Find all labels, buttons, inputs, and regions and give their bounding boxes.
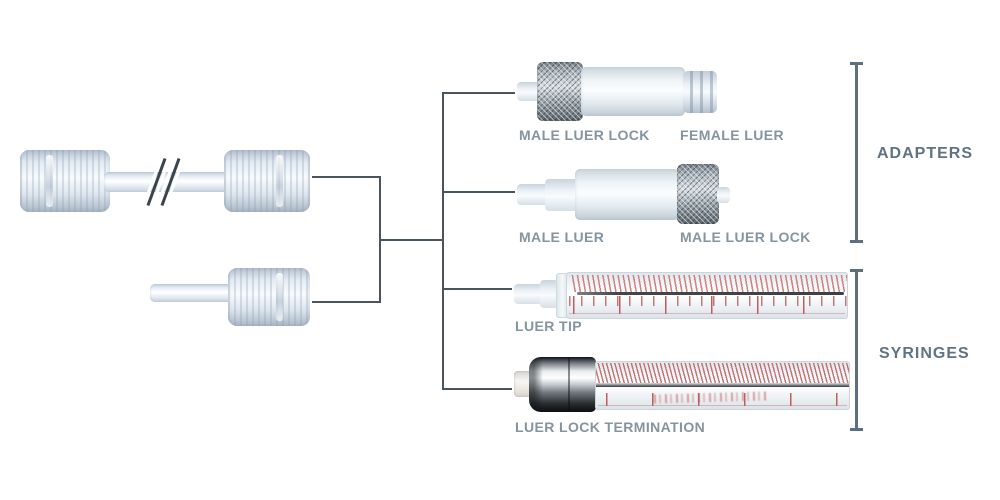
knurled-metal-nut-icon xyxy=(537,62,583,121)
plunger-rod-icon xyxy=(577,292,844,295)
adapter-body-icon xyxy=(575,169,679,220)
graduation-hatch xyxy=(596,363,849,383)
bracket-cap xyxy=(850,428,863,431)
adapters-group-label: ADAPTERS xyxy=(877,145,974,162)
tubing-icon xyxy=(150,284,236,302)
syringe1-label: LUER TIP xyxy=(515,318,582,334)
knurled-metal-nut-icon xyxy=(677,164,719,224)
luer-connector-icon xyxy=(228,268,310,326)
graduation-hatch xyxy=(571,275,847,292)
connector-line xyxy=(381,239,444,241)
luer-tip-icon xyxy=(514,284,542,304)
chrome-seam xyxy=(567,358,570,411)
graduation-baseline xyxy=(598,405,847,406)
luer-connector-icon xyxy=(20,150,110,212)
branch-line xyxy=(444,388,512,390)
luer-connector-icon xyxy=(224,150,310,212)
adapter2-left-label: MALE LUER xyxy=(519,229,605,245)
bracket-cap xyxy=(850,240,863,243)
female-luer-end-icon xyxy=(683,71,717,113)
connector-line xyxy=(379,176,381,303)
plunger-rod-icon xyxy=(596,383,849,387)
branch-line xyxy=(444,191,515,193)
graduation-baseline xyxy=(569,313,845,314)
chrome-luer-lock-icon xyxy=(529,357,596,412)
adapter2-right-label: MALE LUER LOCK xyxy=(680,229,811,245)
connector-line xyxy=(442,92,444,390)
syringe-barrel-icon xyxy=(595,361,850,410)
connector-line xyxy=(312,301,381,303)
syringe-barrel-icon xyxy=(566,272,848,319)
syringes-group-label: SYRINGES xyxy=(879,345,970,362)
luer-tip-step-icon xyxy=(540,280,558,308)
connector-groove xyxy=(276,272,283,322)
graduation-ticks-major xyxy=(606,393,849,406)
luer-tip-icon xyxy=(517,82,543,101)
luer-tip-icon xyxy=(517,184,549,205)
adapter1-right-label: FEMALE LUER xyxy=(680,127,784,143)
adapter-mid-section-icon xyxy=(545,179,579,211)
adapter1-left-label: MALE LUER LOCK xyxy=(519,127,650,143)
bracket-bar xyxy=(855,269,858,431)
adapter-body-icon xyxy=(581,67,685,116)
connector-groove xyxy=(276,154,283,208)
graduation-ticks-major xyxy=(573,296,847,314)
connector-line xyxy=(312,176,381,178)
branch-line xyxy=(444,288,512,290)
bracket-bar xyxy=(855,62,858,243)
branch-line xyxy=(444,92,515,94)
luer-tip-icon xyxy=(717,187,730,203)
connector-groove xyxy=(46,154,53,208)
syringe2-label: LUER LOCK TERMINATION xyxy=(515,419,706,435)
